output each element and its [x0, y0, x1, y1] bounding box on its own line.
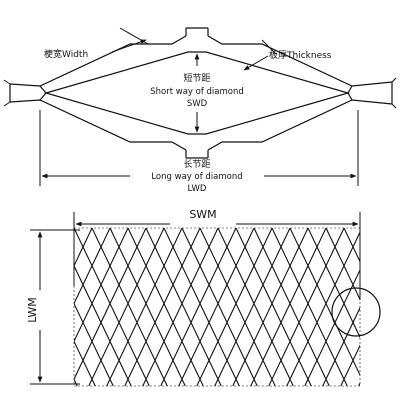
- mesh-strand: [377, 228, 400, 386]
- diamond-mesh: [0, 228, 400, 386]
- mesh-outline: [73, 227, 361, 387]
- mesh-strand: [0, 228, 5, 386]
- left-knot: [9, 84, 47, 102]
- swd-cn-label: 短节距: [183, 72, 210, 84]
- side-stubs: [3, 77, 397, 109]
- mesh-strand: [145, 228, 222, 386]
- mesh-strand: [232, 228, 309, 386]
- mesh-strand: [199, 228, 276, 386]
- mesh-strand: [142, 228, 219, 386]
- mesh-strand: [181, 228, 258, 386]
- lower-right-strand: [207, 99, 393, 151]
- detail-circle: [331, 287, 381, 337]
- right-knot: [347, 82, 393, 104]
- lwd-dimension: [39, 110, 359, 186]
- mesh-strand: [74, 228, 150, 386]
- mesh-strand: [74, 228, 129, 343]
- strand-width-label: 梗宽Width: [44, 48, 88, 60]
- lwm-label: LWM: [26, 297, 39, 323]
- upper-right-strand: [207, 35, 393, 87]
- width-pointer: [111, 27, 149, 53]
- swm-dimension: [73, 212, 361, 300]
- mesh-strand: [286, 230, 360, 386]
- mesh-strand: [0, 228, 23, 386]
- lwm-dimension: [30, 229, 80, 385]
- mesh-strand: [74, 228, 147, 381]
- mesh-strand: [235, 228, 312, 386]
- swd-en-label: Short way of diamond: [150, 87, 244, 97]
- mesh-strand: [74, 302, 114, 386]
- mesh-strand: [160, 228, 237, 386]
- mesh-strand: [322, 306, 360, 386]
- mesh-strand: [124, 228, 201, 386]
- diamond-detail: [3, 27, 397, 159]
- thickness-pointer: [243, 39, 277, 71]
- lwd-en-label: Long way of diamond: [151, 172, 242, 182]
- mesh-strand: [0, 228, 2, 386]
- mesh-strand: [196, 228, 273, 386]
- thickness-label: 板厚Thickness: [269, 49, 332, 61]
- mesh-strand: [109, 228, 186, 386]
- mesh-strand: [343, 228, 360, 263]
- strand-edge-top: [185, 27, 209, 36]
- mesh-strand: [88, 228, 165, 386]
- mesh-strand: [289, 228, 360, 377]
- lwd-label: LWD: [188, 184, 207, 194]
- mesh-strand: [127, 228, 204, 386]
- lower-left-strand: [9, 99, 187, 151]
- mesh-strand: [217, 228, 294, 386]
- mesh-strand: [178, 228, 255, 386]
- mesh-strand: [325, 228, 360, 301]
- mesh-strand: [253, 228, 330, 386]
- mesh-strand: [268, 228, 345, 386]
- mesh-strand: [163, 228, 240, 386]
- mesh-strand: [214, 228, 291, 386]
- mesh-strand: [91, 228, 168, 386]
- mesh-strand: [362, 228, 400, 386]
- mesh-strand: [250, 228, 327, 386]
- mesh-strand: [0, 228, 20, 386]
- mesh-strand: [304, 268, 360, 386]
- mesh-strand: [380, 228, 400, 386]
- strand-edge-bottom: [185, 150, 209, 159]
- upper-left-strand: [9, 35, 187, 87]
- mesh-strand: [106, 228, 183, 386]
- mesh-strand: [74, 228, 111, 305]
- mesh-strand: [271, 228, 348, 386]
- mesh-strand: [74, 228, 93, 268]
- mesh-strand: [307, 228, 360, 339]
- swm-label: SWM: [189, 208, 216, 221]
- mesh-strand: [395, 228, 400, 386]
- swd-label: SWD: [187, 99, 208, 109]
- lwd-cn-label: 长节距: [183, 158, 210, 170]
- mesh-strand: [74, 264, 132, 386]
- mesh-strand: [340, 344, 360, 386]
